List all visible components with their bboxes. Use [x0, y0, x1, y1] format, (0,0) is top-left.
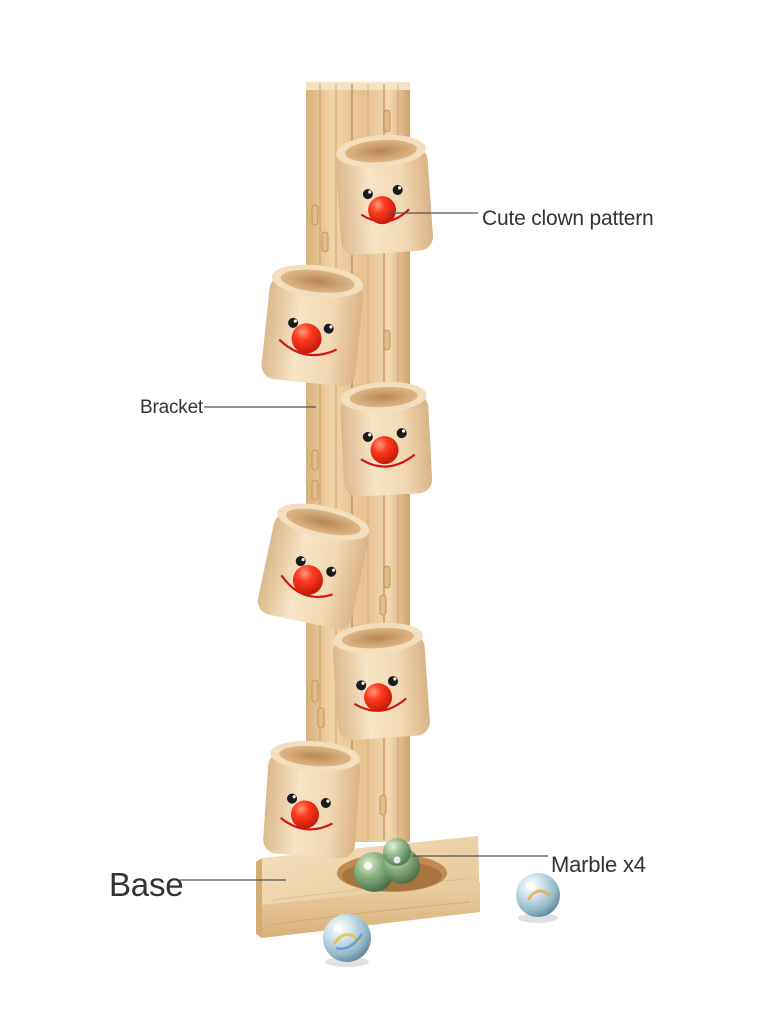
clown-nose	[291, 323, 322, 354]
clown-cup-6	[263, 740, 361, 859]
clown-cup-1	[335, 134, 433, 256]
clown-nose	[368, 196, 397, 225]
clown-nose	[290, 800, 319, 829]
clown-nose	[364, 683, 393, 712]
clown-cup-5	[332, 622, 430, 741]
marbles-in-base	[354, 838, 420, 892]
clown-cup-3	[340, 381, 433, 497]
label-marble: Marble x4	[551, 852, 646, 877]
clown-nose	[292, 565, 323, 596]
marble-loose-front	[323, 914, 371, 967]
leader-lines	[180, 212, 548, 881]
clown-cup-2	[261, 264, 364, 387]
label-bracket: Bracket	[140, 397, 204, 418]
marble-loose-right	[516, 873, 560, 923]
label-clown-pattern: Cute clown pattern	[482, 207, 654, 230]
clown-cup-4	[257, 503, 370, 630]
label-base: Base	[109, 866, 184, 903]
clown-nose	[370, 436, 399, 465]
